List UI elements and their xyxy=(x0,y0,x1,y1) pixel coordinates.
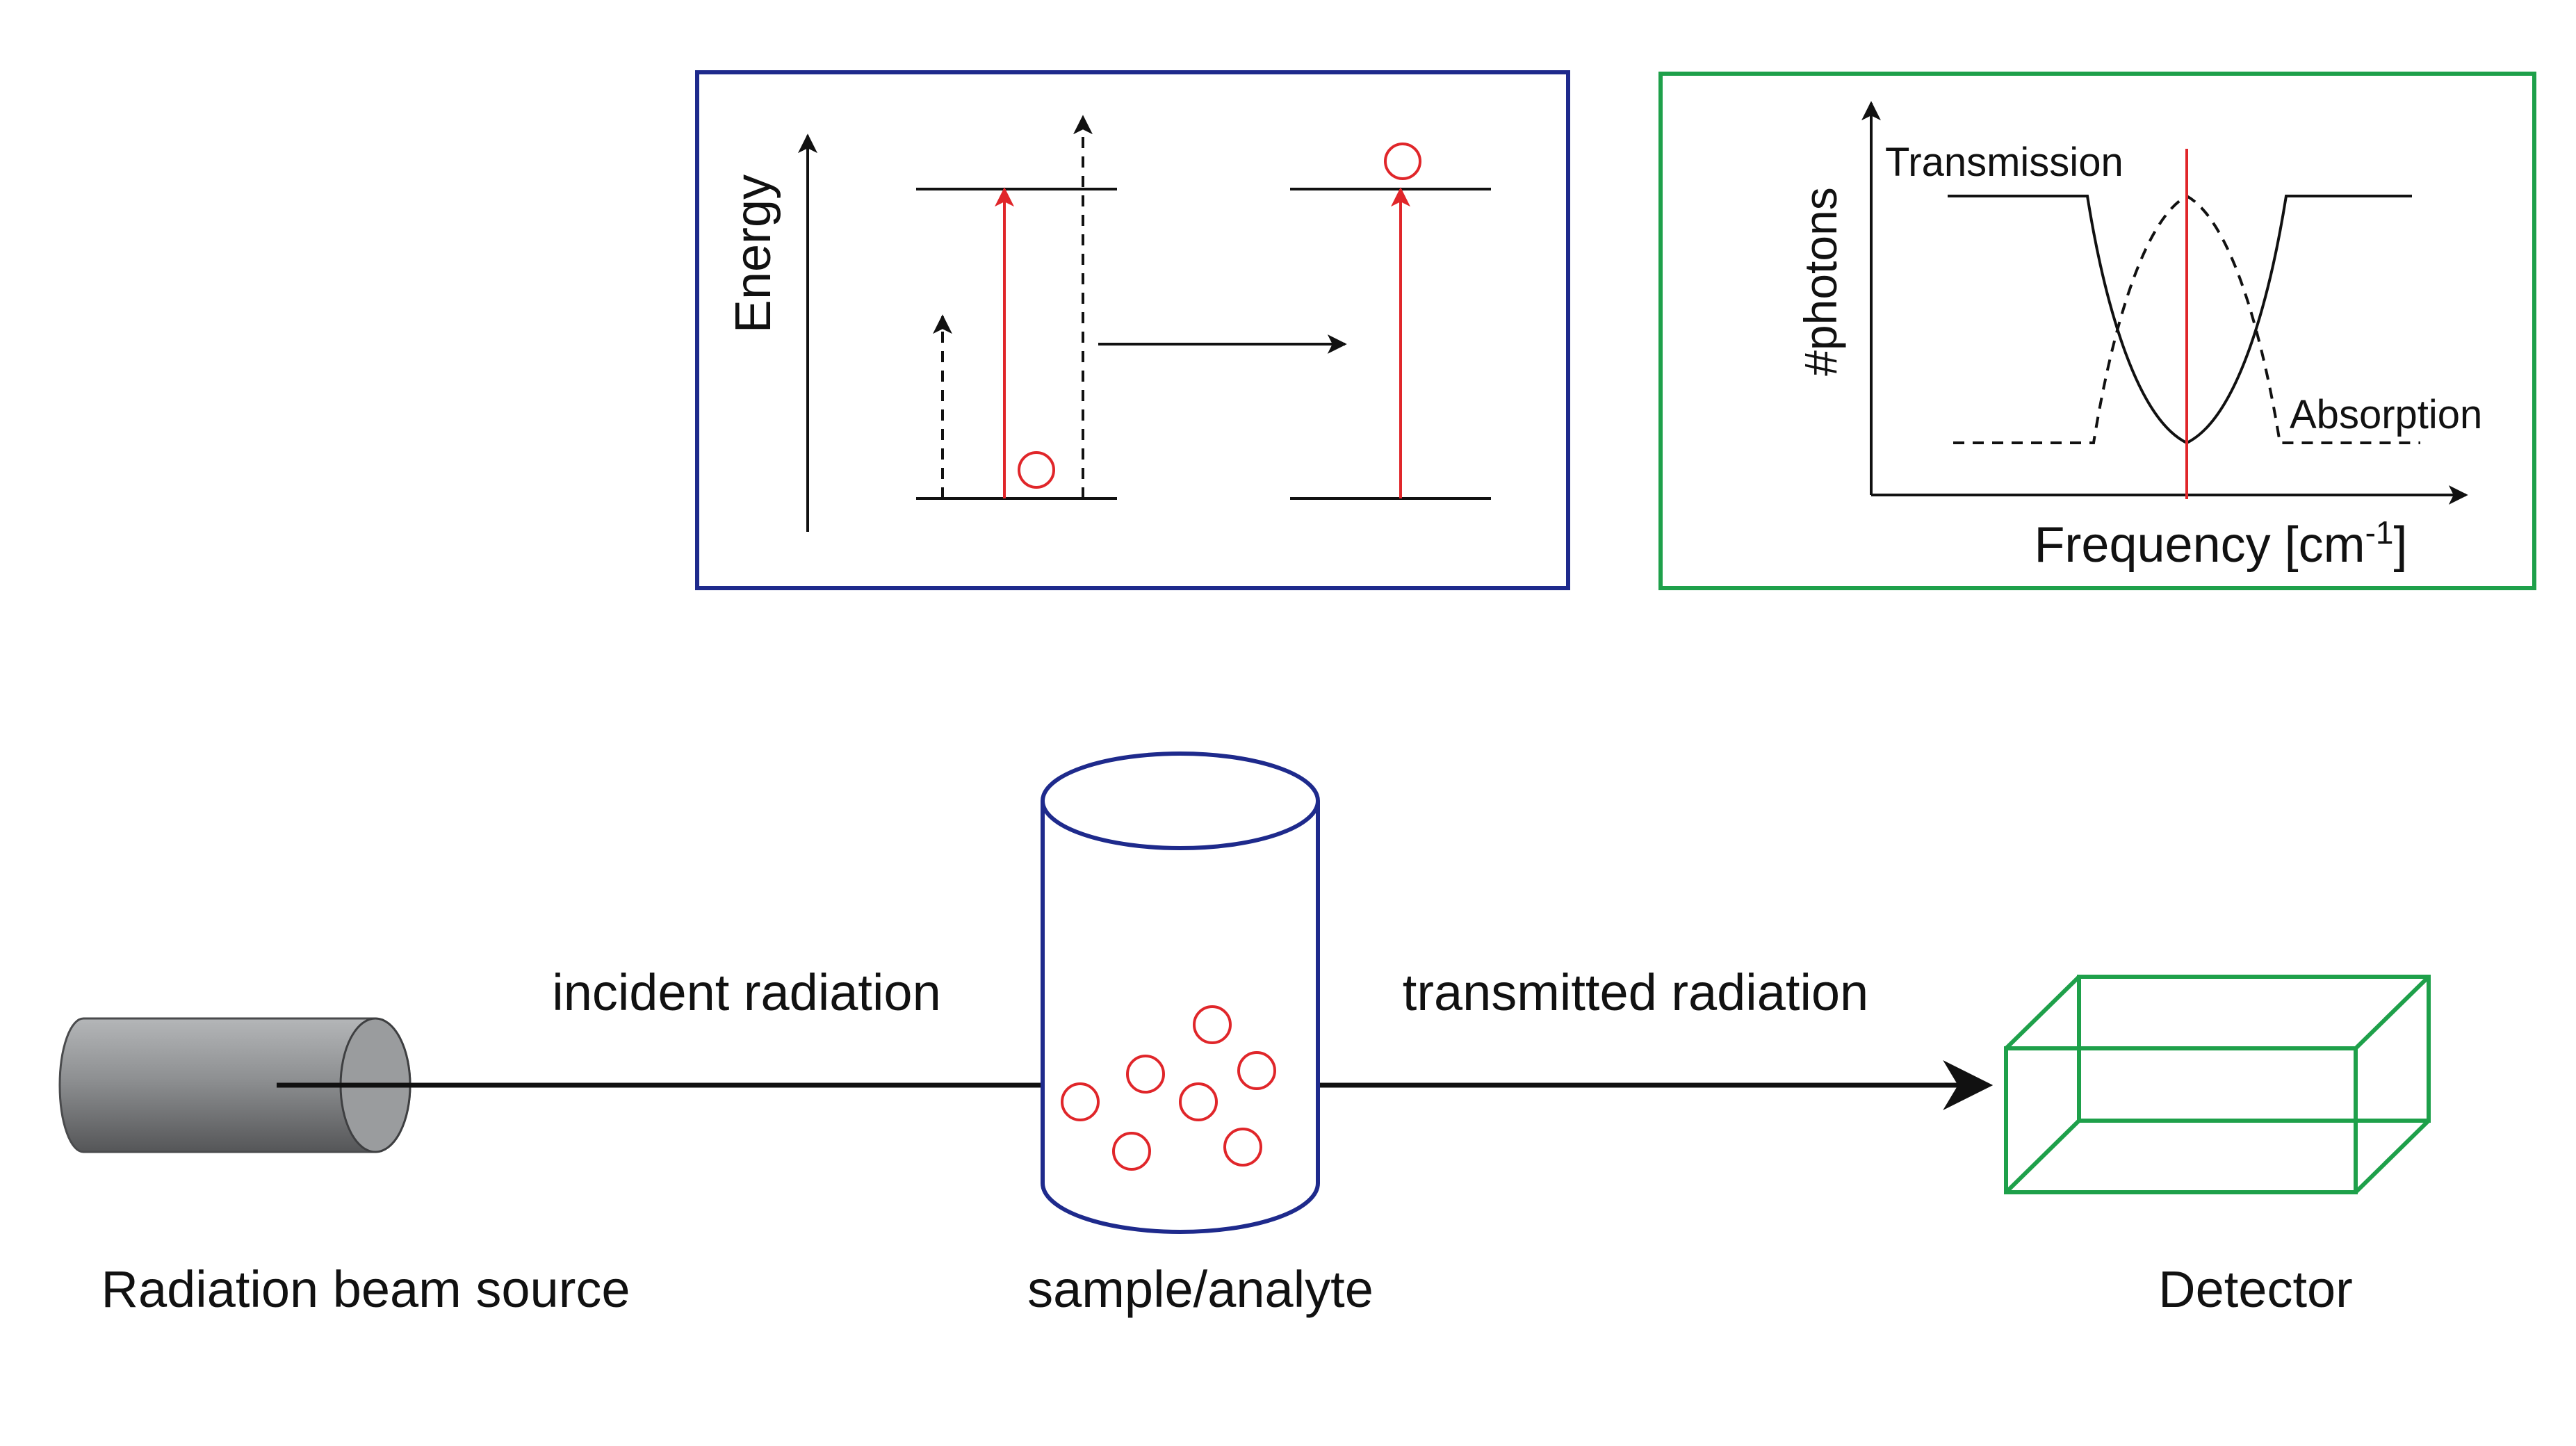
sample-label: sample/analyte xyxy=(1027,1260,1373,1318)
transmission-series-label: Transmission xyxy=(1885,140,2123,185)
analyte-molecules xyxy=(1061,1005,1276,1171)
spectrum-panel: #photons Frequency [cm-1] Transmission A… xyxy=(1658,72,2536,590)
detector-edge xyxy=(2004,975,2081,1050)
molecule-excited-state xyxy=(1384,143,1421,180)
incident-radiation-label: incident radiation xyxy=(552,964,940,1021)
radiation-source-label: Radiation beam source xyxy=(101,1260,630,1318)
analyte-molecule xyxy=(1237,1051,1276,1090)
detector-back-face xyxy=(2077,975,2431,1123)
detector-edge xyxy=(2354,1119,2431,1194)
sample-cylinder-top xyxy=(1041,752,1320,850)
sample-cylinder-body xyxy=(1041,801,1320,1234)
energy-panel-frame xyxy=(695,70,1570,590)
analyte-molecule xyxy=(1193,1005,1232,1044)
spectrum-y-label: #photons xyxy=(1795,187,1846,376)
detector-edge xyxy=(2004,1119,2081,1194)
x-label-main: Frequency [cm xyxy=(2034,517,2365,573)
x-label-superscript: -1 xyxy=(2365,514,2394,551)
energy-axis-label: Energy xyxy=(726,174,781,333)
analyte-molecule xyxy=(1061,1082,1100,1121)
analyte-molecule xyxy=(1112,1132,1151,1171)
molecule-ground-state xyxy=(1018,451,1055,489)
spectrum-x-label: Frequency [cm-1] xyxy=(2034,514,2407,573)
analyte-molecule xyxy=(1223,1128,1262,1167)
transmitted-radiation-label: transmitted radiation xyxy=(1403,964,1868,1021)
detector-box xyxy=(2004,975,2431,1194)
x-label-close: ] xyxy=(2394,517,2408,573)
absorption-series-label: Absorption xyxy=(2290,392,2482,437)
analyte-molecule xyxy=(1126,1055,1165,1094)
energy-level-panel: Energy xyxy=(695,70,1570,590)
experimental-setup: incident radiation transmitted radiation… xyxy=(58,752,2431,1318)
detector-edge xyxy=(2354,975,2431,1050)
detector-label: Detector xyxy=(2158,1260,2353,1318)
analyte-molecule xyxy=(1179,1082,1218,1121)
spectrum-panel-frame xyxy=(1658,72,2536,590)
sample-cylinder xyxy=(1041,752,1320,1234)
